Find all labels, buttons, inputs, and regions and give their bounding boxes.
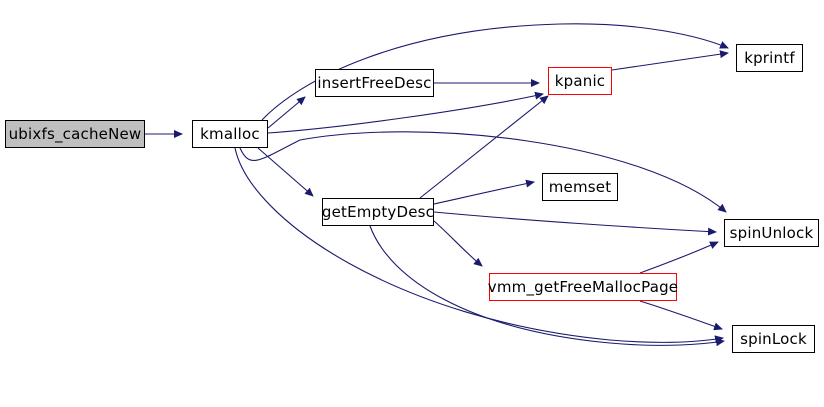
- node-insertFreeDesc[interactable]: insertFreeDesc: [315, 69, 434, 97]
- edge-vmm_getFreeMallocPage-to-spinLock: [639, 300, 723, 331]
- node-label-ubixfs_cacheNew: ubixfs_cacheNew: [8, 124, 142, 143]
- node-vmm_getFreeMallocPage[interactable]: vmm_getFreeMallocPage: [487, 273, 679, 301]
- edge-kmalloc-to-insertFreeDesc: [267, 96, 306, 129]
- node-kprintf[interactable]: kprintf: [736, 44, 803, 72]
- edge-getEmptyDesc-to-vmm_getFreeMallocPage: [433, 220, 483, 267]
- edge-vmm_getFreeMallocPage-to-spinUnlock: [639, 241, 719, 274]
- node-label-kpanic: kpanic: [554, 71, 606, 90]
- edge-kmalloc-to-kprintf: [261, 23, 729, 121]
- edge-kmalloc-to-spinUnlock: [239, 131, 727, 213]
- edge-getEmptyDesc-to-spinLock: [369, 225, 725, 347]
- node-label-insertFreeDesc: insertFreeDesc: [317, 73, 432, 92]
- node-memset[interactable]: memset: [542, 173, 618, 201]
- edge-kmalloc-to-getEmptyDesc: [257, 147, 314, 197]
- node-label-spinUnlock: spinUnlock: [729, 223, 814, 242]
- edge-getEmptyDesc-to-kpanic: [419, 95, 549, 199]
- node-label-spinLock: spinLock: [740, 329, 807, 348]
- node-label-memset: memset: [548, 177, 612, 196]
- edge-kpanic-to-kprintf: [611, 50, 729, 71]
- node-label-vmm_getFreeMallocPage: vmm_getFreeMallocPage: [487, 277, 679, 296]
- node-label-kprintf: kprintf: [744, 48, 795, 67]
- edge-kmalloc-to-spinLock: [234, 147, 724, 344]
- edge-kmalloc-to-kpanic: [267, 91, 544, 134]
- edge-getEmptyDesc-to-memset: [433, 179, 535, 205]
- node-spinLock[interactable]: spinLock: [732, 325, 815, 353]
- node-spinUnlock[interactable]: spinUnlock: [724, 219, 819, 247]
- node-kmalloc[interactable]: kmalloc: [192, 120, 268, 148]
- edge-getEmptyDesc-to-spinUnlock: [433, 211, 717, 236]
- node-label-kmalloc: kmalloc: [200, 124, 260, 143]
- node-getEmptyDesc[interactable]: getEmptyDesc: [322, 198, 434, 226]
- node-ubixfs_cacheNew[interactable]: ubixfs_cacheNew: [5, 120, 145, 148]
- node-label-getEmptyDesc: getEmptyDesc: [321, 202, 435, 221]
- node-kpanic[interactable]: kpanic: [548, 67, 612, 95]
